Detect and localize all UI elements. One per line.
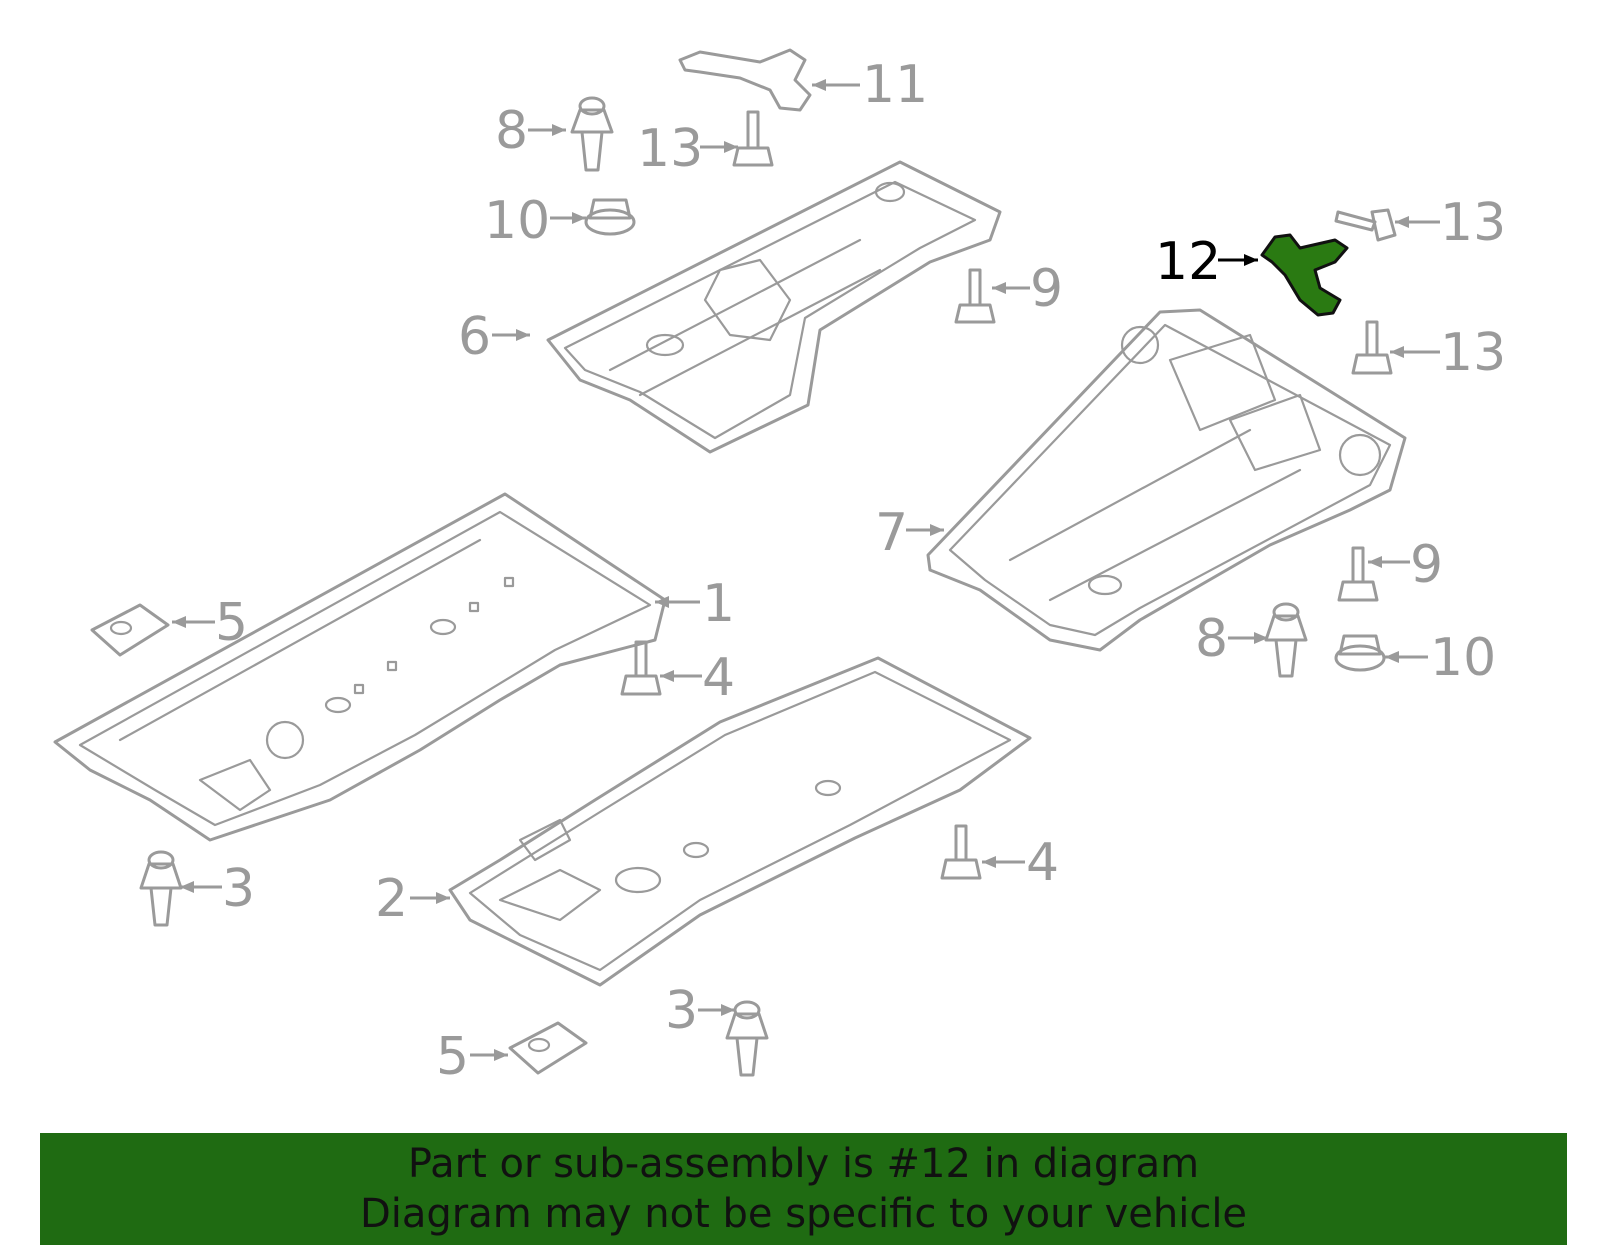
clip-nut-5-bottom [508,1021,588,1075]
bolt-13-right-b [1351,320,1393,375]
callout-labels: 11 8 13 10 9 6 13 12 13 7 9 1 5 8 10 4 4… [215,55,1506,1087]
bolt-9-upper [954,268,996,324]
nut-10-right [1334,634,1386,672]
callout-13-top: 13 [637,119,703,179]
clip-8-top [570,96,614,172]
part-11-bracket [678,48,812,112]
callout-9-upper: 9 [1030,259,1063,319]
callout-10-right: 10 [1430,628,1496,688]
info-banner: Part or sub-assembly is #12 in diagram D… [40,1133,1567,1245]
bolt-13-right-a [1334,208,1397,242]
callout-5-left: 5 [215,593,248,653]
clip-3-bottom [725,1000,769,1077]
part-2-shield [448,656,1032,987]
part-6-shield [546,160,1002,454]
callout-11: 11 [862,55,928,115]
callout-13-right-a: 13 [1440,193,1506,253]
clip-8-right [1264,602,1308,678]
callout-5-bottom: 5 [436,1027,469,1087]
banner-line-2: Diagram may not be specific to your vehi… [359,1191,1248,1237]
bolt-9-lower [1337,546,1379,602]
bolt-13-top [732,110,774,167]
callout-10-top: 10 [484,191,550,251]
parts-diagram: 11 8 13 10 9 6 13 12 13 7 9 1 5 8 10 4 4… [53,48,1506,1087]
part-7-shield [926,308,1407,652]
callout-8-right: 8 [1195,609,1228,669]
callout-13-right-b: 13 [1440,323,1506,383]
callout-4-lower: 4 [1026,833,1059,893]
callout-7: 7 [875,503,908,563]
clip-nut-5-left [90,603,170,657]
clip-3-left [139,850,183,927]
callout-1: 1 [702,574,735,634]
callout-3-bottom: 3 [665,981,698,1041]
banner-line-1: Part or sub-assembly is #12 in diagram [407,1141,1200,1187]
callout-4-upper: 4 [702,648,735,708]
bolt-4-upper [620,640,662,696]
part-1-shield [53,492,667,842]
callout-9-lower: 9 [1410,535,1443,595]
leader-arrows [172,79,1440,1061]
callout-12: 12 [1155,232,1221,292]
callout-8-top: 8 [495,101,528,161]
part-12-bracket-highlighted [1260,233,1349,317]
callout-6: 6 [458,307,491,367]
nut-10-top [584,198,636,236]
callout-3-left: 3 [222,859,255,919]
bolt-4-lower [940,824,982,880]
callout-2: 2 [375,869,408,929]
